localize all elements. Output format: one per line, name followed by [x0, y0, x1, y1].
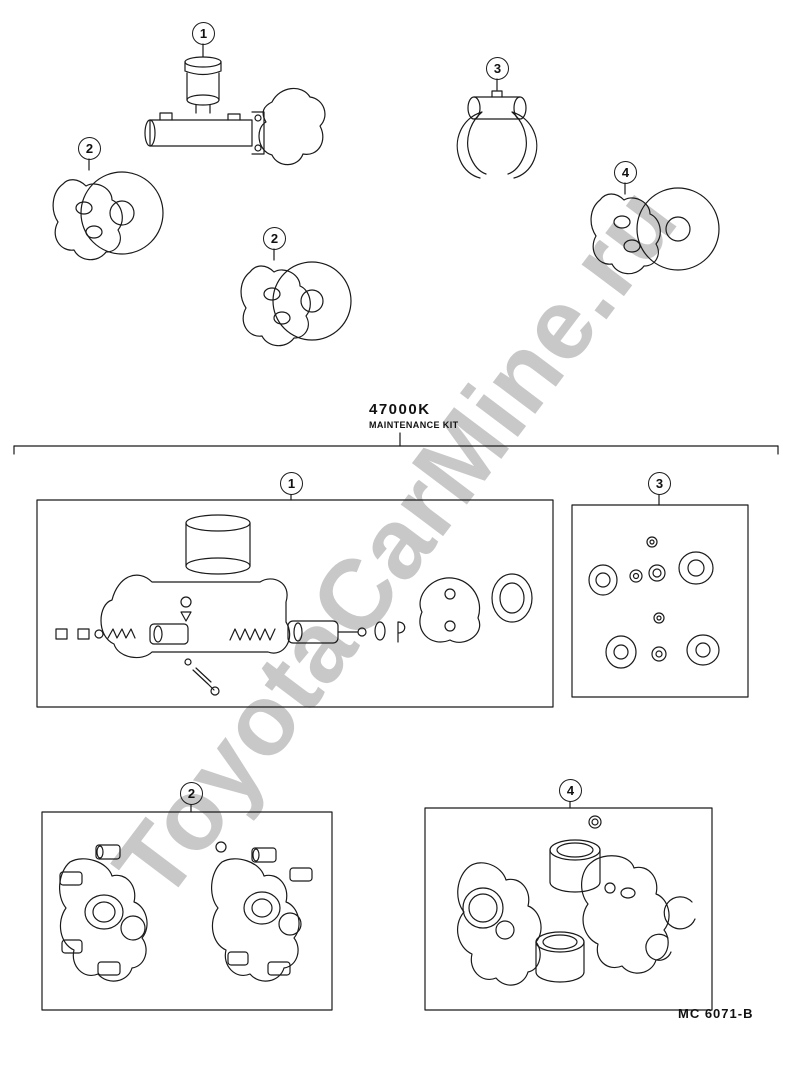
callout-kit-front-caliper[interactable]: 2: [180, 782, 203, 805]
callout-kit-master-cylinder[interactable]: 1: [280, 472, 303, 495]
callout-master-cylinder[interactable]: 1: [192, 22, 215, 45]
kit-2-front-caliper-parts: [59, 841, 313, 982]
front-caliper-center-illustration: [240, 248, 352, 347]
kit-box-frames: [36, 494, 749, 1011]
kit-1-master-cylinder-parts: [55, 514, 533, 696]
callout-kit-wheel-cylinder[interactable]: 3: [648, 472, 671, 495]
master-cylinder-illustration: [144, 43, 326, 166]
callout-wheel-cylinder[interactable]: 3: [486, 57, 509, 80]
callout-rear-caliper[interactable]: 4: [614, 161, 637, 184]
kit-code: 47000K: [369, 401, 431, 418]
kit-3-wheel-cylinder-parts: [588, 536, 720, 669]
callout-front-caliper-center[interactable]: 2: [263, 227, 286, 250]
kit-name: MAINTENANCE KIT: [369, 420, 459, 430]
drawing-number: MC 6071-B: [678, 1006, 754, 1021]
wheel-cylinder-illustration: [456, 78, 538, 179]
maintenance-kit-bracket: [13, 432, 779, 455]
rear-caliper-illustration: [590, 182, 720, 275]
callout-front-caliper[interactable]: 2: [78, 137, 101, 160]
front-caliper-illustration: [52, 158, 164, 261]
kit-4-rear-caliper-parts: [456, 815, 696, 986]
kit-label: 47000K MAINTENANCE KIT: [369, 401, 459, 430]
callout-kit-rear-caliper[interactable]: 4: [559, 779, 582, 802]
